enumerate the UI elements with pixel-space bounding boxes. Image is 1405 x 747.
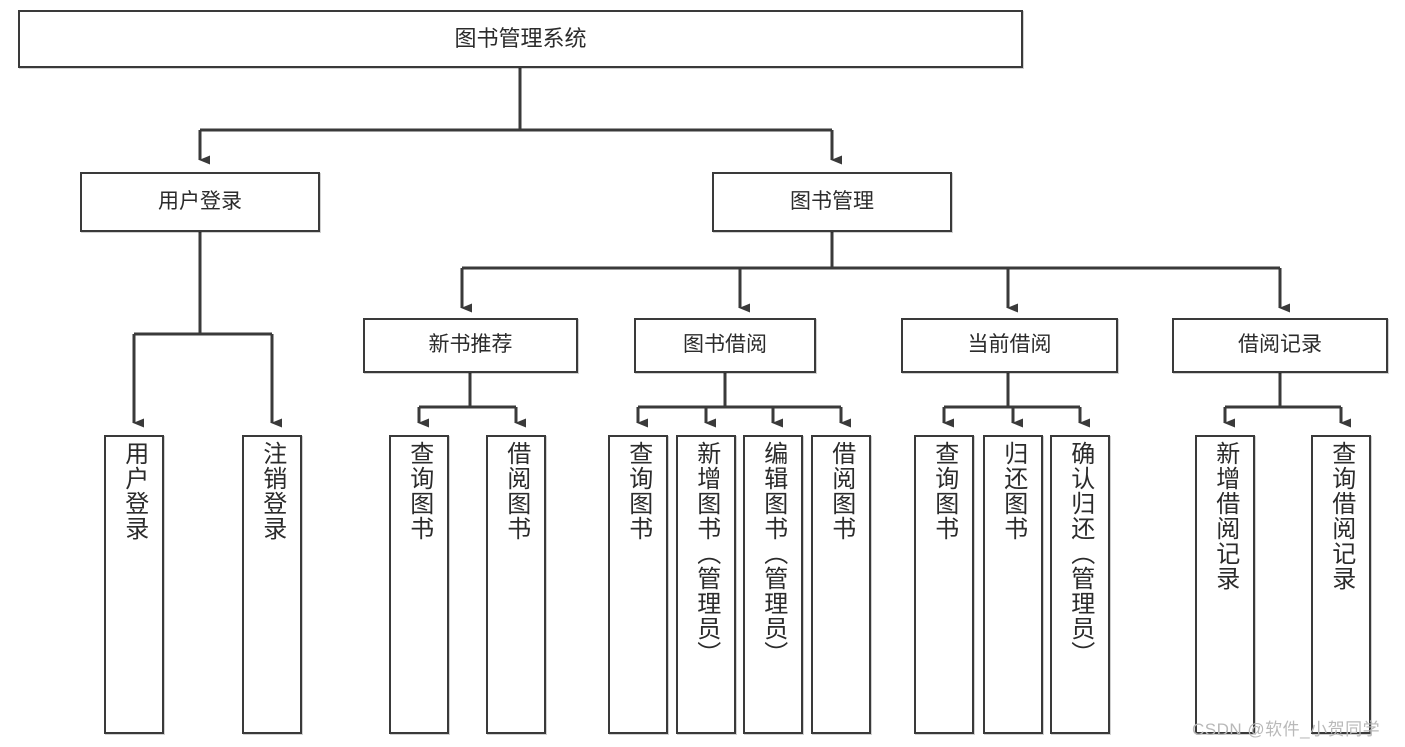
leaf-record-query-record[interactable]: 查询借阅记录	[1311, 435, 1371, 734]
node-book-management-label: 图书管理	[790, 189, 874, 213]
leaf-borrow-edit-book[interactable]: 编辑图书（管理员）	[743, 435, 803, 734]
node-user-login[interactable]: 用户登录	[80, 172, 320, 232]
leaf-borrow-borrow-book-label: 借阅图书	[827, 441, 855, 541]
leaf-borrow-add-book[interactable]: 新增图书（管理员）	[676, 435, 736, 734]
leaf-borrow-query-book-label: 查询图书	[624, 441, 652, 541]
leaf-current-confirm-return[interactable]: 确认归还（管理员）	[1050, 435, 1110, 734]
leaf-newbook-query-book[interactable]: 查询图书	[389, 435, 449, 734]
node-book-management[interactable]: 图书管理	[712, 172, 952, 232]
node-book-borrow-label: 图书借阅	[683, 333, 767, 357]
leaf-current-confirm-return-label: 确认归还（管理员）	[1066, 441, 1094, 666]
leaf-record-add-record[interactable]: 新增借阅记录	[1195, 435, 1255, 734]
leaf-newbook-borrow-book[interactable]: 借阅图书	[486, 435, 546, 734]
node-current-borrow[interactable]: 当前借阅	[901, 318, 1118, 373]
node-borrow-record-label: 借阅记录	[1238, 333, 1322, 357]
leaf-current-return-book-label: 归还图书	[999, 441, 1027, 541]
node-new-book-recommend-label: 新书推荐	[428, 333, 513, 357]
node-root-label: 图书管理系统	[454, 26, 587, 52]
leaf-borrow-add-book-label: 新增图书（管理员）	[692, 441, 720, 666]
leaf-user-login[interactable]: 用户登录	[104, 435, 164, 734]
node-new-book-recommend[interactable]: 新书推荐	[363, 318, 578, 373]
leaf-newbook-borrow-book-label: 借阅图书	[502, 441, 530, 541]
leaf-borrow-query-book[interactable]: 查询图书	[608, 435, 668, 734]
leaf-current-query-book[interactable]: 查询图书	[914, 435, 974, 734]
node-user-login-label: 用户登录	[158, 189, 242, 213]
leaf-record-query-record-label: 查询借阅记录	[1327, 441, 1355, 591]
leaf-current-return-book[interactable]: 归还图书	[983, 435, 1043, 734]
node-borrow-record[interactable]: 借阅记录	[1172, 318, 1388, 373]
leaf-logout-label: 注销登录	[258, 441, 286, 541]
leaf-newbook-query-book-label: 查询图书	[405, 441, 433, 541]
leaf-user-login-label: 用户登录	[120, 441, 148, 541]
leaf-current-query-book-label: 查询图书	[930, 441, 958, 541]
leaf-logout[interactable]: 注销登录	[242, 435, 302, 734]
node-current-borrow-label: 当前借阅	[967, 333, 1052, 357]
leaf-borrow-borrow-book[interactable]: 借阅图书	[811, 435, 871, 734]
leaf-borrow-edit-book-label: 编辑图书（管理员）	[759, 441, 787, 666]
node-root[interactable]: 图书管理系统	[18, 10, 1023, 68]
node-book-borrow[interactable]: 图书借阅	[634, 318, 816, 373]
leaf-record-add-record-label: 新增借阅记录	[1211, 441, 1239, 591]
csdn-watermark: CSDN @软件_小贺同学	[1192, 720, 1381, 739]
